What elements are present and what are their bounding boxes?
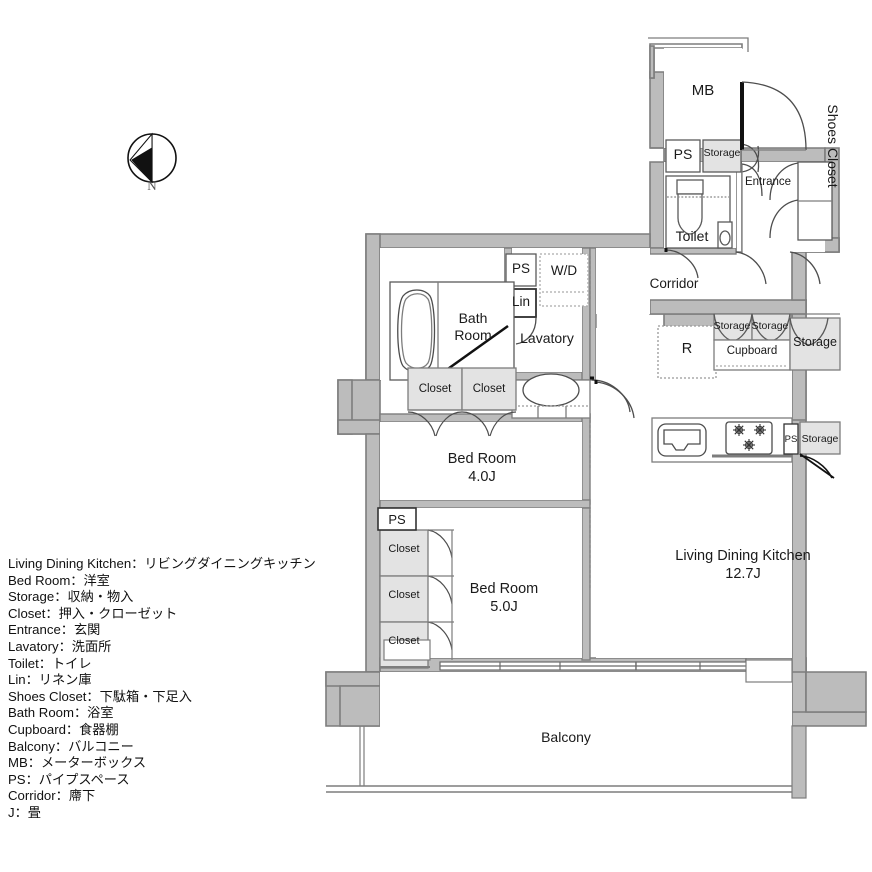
label-shoes-closet: Shoes Closet	[825, 104, 841, 188]
legend-line: PS：パイプスペース	[8, 771, 130, 787]
legend-line: Shoes Closet：下駄箱・下足入	[8, 688, 192, 704]
legend-line: Living Dining Kitchen：リビングダイニングキッチン	[8, 556, 316, 571]
legend-line: MB：メーターボックス	[8, 755, 147, 771]
fixtures-linework	[389, 37, 833, 419]
compass-rose: N	[124, 130, 180, 202]
compass-north-label: N	[147, 178, 157, 193]
legend-line: Storage：収納・物入	[8, 589, 134, 605]
legend-line: Lin：リネン庫	[8, 672, 92, 688]
ps-boxes	[377, 507, 417, 531]
legend-line: Bed Room：洋室	[8, 572, 110, 588]
legend-line: Bath Room：浴室	[8, 705, 114, 721]
balcony-sliding-doors	[326, 256, 807, 799]
legend-line: Entrance：玄関	[8, 622, 101, 638]
legend-line: Toilet：トイレ	[8, 655, 92, 671]
closet-doors	[407, 409, 517, 660]
legend-line: J：畳	[8, 804, 41, 820]
legend-line: Closet：押入・クローゼット	[8, 605, 178, 621]
legend-line: Cupboard：食器棚	[8, 721, 119, 737]
legend-line: Balcony：バルコニー	[8, 738, 134, 754]
legend-line: Lavatory：洗面所	[8, 638, 112, 654]
legend-line: Corridor：廗下	[8, 788, 96, 804]
kitchen-linework	[651, 313, 841, 479]
